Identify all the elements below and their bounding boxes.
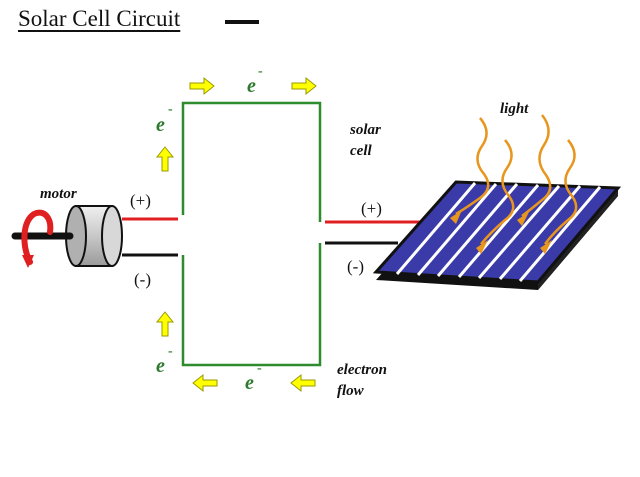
electron-symbol: e — [245, 372, 254, 394]
solar-cell-label-line2: cell — [350, 143, 372, 159]
light-label: light — [500, 101, 529, 117]
arrow-up-2 — [155, 311, 175, 337]
electron-symbol: e — [156, 114, 165, 136]
electron-charge: - — [168, 102, 173, 117]
electron-charge: - — [258, 64, 263, 79]
light-rays-icon — [455, 114, 578, 245]
electron-charge: - — [168, 344, 173, 359]
motor-negative-label: (-) — [134, 270, 151, 289]
title-dash — [225, 20, 259, 24]
rotation-arrow-icon — [21, 209, 54, 268]
motor-label: motor — [40, 186, 77, 202]
page-title: Solar Cell Circuit — [18, 6, 181, 31]
electron-charge: - — [257, 361, 262, 376]
circuit-wires — [181, 101, 322, 367]
light-ray-arrowheads — [450, 210, 552, 254]
panel-negative-label: (-) — [347, 257, 364, 276]
electron-symbol: e — [247, 75, 256, 97]
arrow-right-2 — [291, 76, 317, 96]
arrow-up-1 — [155, 146, 175, 172]
arrow-left-1 — [192, 373, 218, 393]
motor-positive-label: (+) — [130, 191, 151, 210]
electron-flow-label-line1: electron — [337, 362, 387, 378]
electron-label-top: e - — [247, 64, 263, 97]
solar-panel-icon — [372, 180, 622, 290]
solar-cell-label-line1: solar — [349, 122, 381, 138]
motor-icon — [11, 205, 123, 267]
arrow-left-2 — [290, 373, 316, 393]
circuit-wire-bottom — [181, 243, 322, 367]
electron-label-bottom: e - — [245, 361, 262, 394]
electron-flow-label-line2: flow — [337, 383, 365, 399]
arrow-right-1 — [189, 76, 215, 96]
panel-positive-label: (+) — [361, 199, 382, 218]
circuit-wire-top — [181, 101, 322, 222]
electron-label-left-bottom: e - — [156, 344, 173, 377]
electron-label-left-top: e - — [156, 102, 173, 136]
electron-symbol: e — [156, 355, 165, 377]
